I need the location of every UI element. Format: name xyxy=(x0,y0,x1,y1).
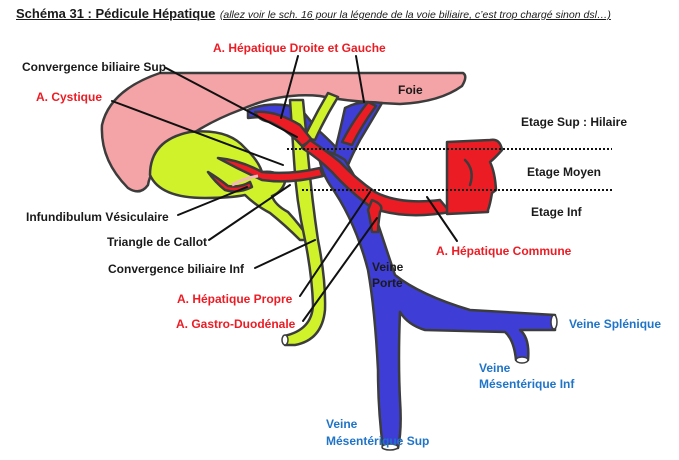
leader-lines xyxy=(111,55,458,322)
label-etage-moyen: Etage Moyen xyxy=(527,165,601,179)
label-etage-sup: Etage Sup : Hilaire xyxy=(521,115,627,129)
label-etage-inf: Etage Inf xyxy=(531,205,583,219)
label-a-cystique: A. Cystique xyxy=(36,90,102,104)
label-veine-splenique: Veine Splénique xyxy=(569,317,661,331)
label-veine-mes-sup-2: Mésentérique Sup xyxy=(326,434,429,448)
label-veine-mes-inf-1: Veine xyxy=(479,361,511,375)
label-veine-porte-2: Porte xyxy=(372,276,403,290)
label-triangle-callot: Triangle de Callot xyxy=(107,235,207,249)
label-a-gastro-duodenale: A. Gastro-Duodénale xyxy=(176,317,296,331)
cystic-duct-link xyxy=(231,174,259,187)
title-main: Schéma 31 : Pédicule Hépatique xyxy=(16,6,216,21)
label-veine-porte-1: Veine xyxy=(372,260,404,274)
diagram-title: Schéma 31 : Pédicule Hépatique (allez vo… xyxy=(16,5,611,23)
label-convergence-sup: Convergence biliaire Sup xyxy=(22,60,166,74)
label-convergence-inf: Convergence biliaire Inf xyxy=(108,262,245,276)
label-infundibulum: Infundibulum Vésiculaire xyxy=(26,210,169,224)
label-veine-mes-inf-2: Mésentérique Inf xyxy=(479,377,575,391)
title-note: (allez voir le sch. 16 pour la légende d… xyxy=(219,9,611,21)
label-foie: Foie xyxy=(398,83,423,97)
label-a-hepatique-commune: A. Hépatique Commune xyxy=(436,244,572,258)
label-a-hepatique-droite-gauche: A. Hépatique Droite et Gauche xyxy=(213,41,386,55)
label-veine-mes-sup-1: Veine xyxy=(326,417,358,431)
label-a-hepatique-propre: A. Hépatique Propre xyxy=(177,292,293,306)
